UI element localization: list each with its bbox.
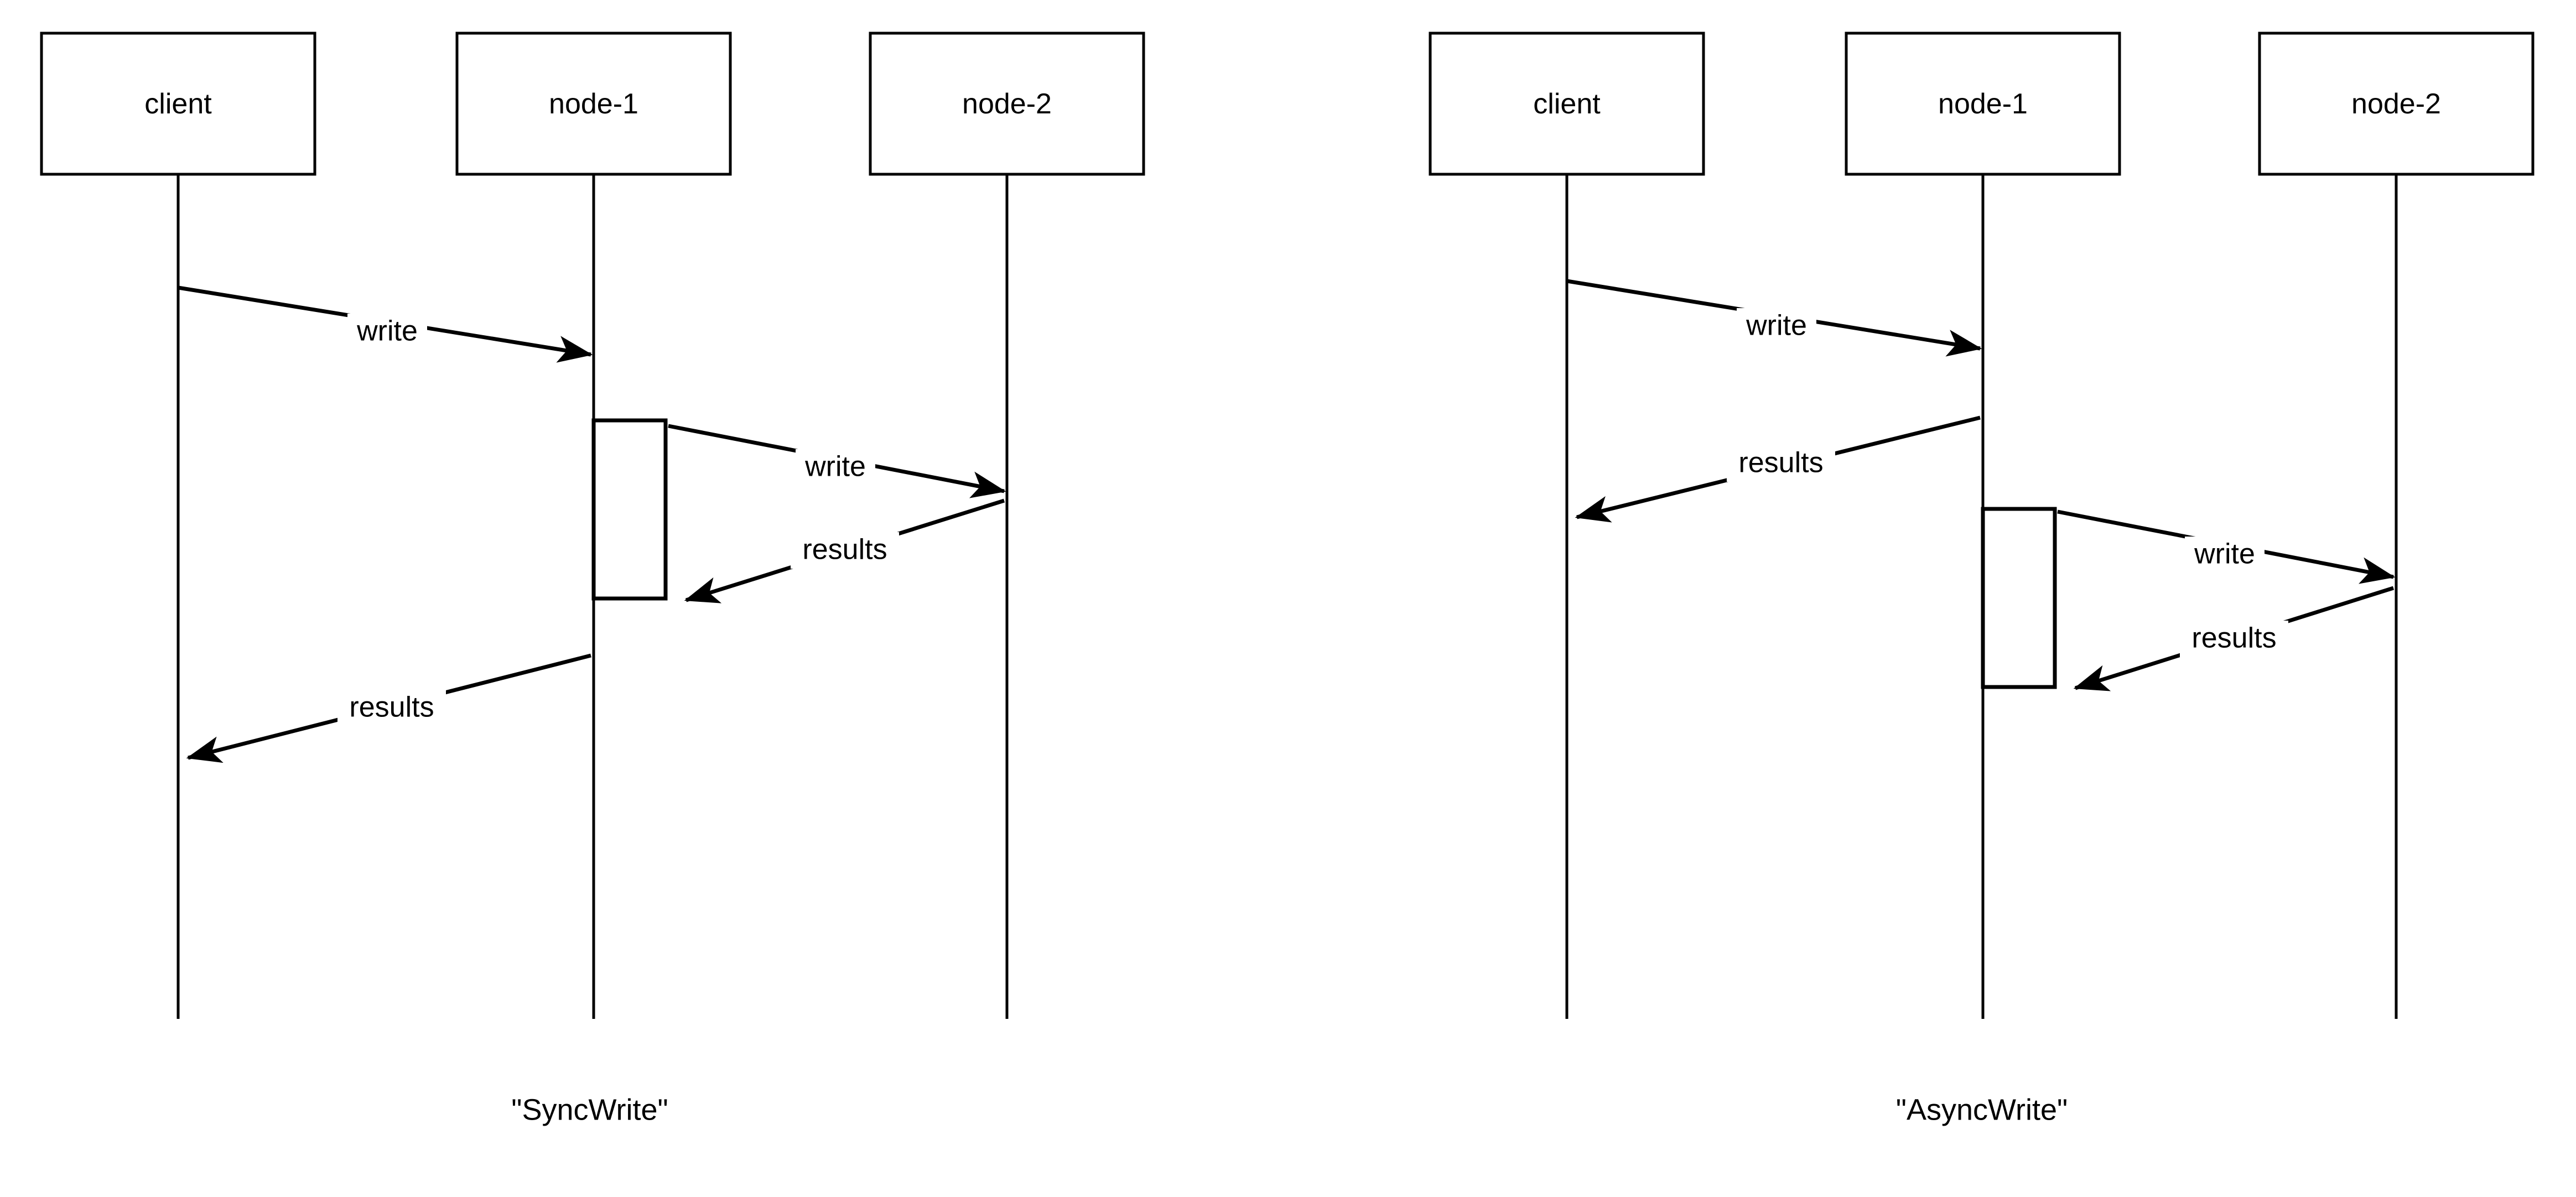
diagram-caption-sync-write: "SyncWrite" <box>511 1093 668 1126</box>
message-label-results: results <box>802 534 887 566</box>
message-label-backdrop <box>337 690 446 726</box>
message-label-backdrop <box>796 449 875 486</box>
message-label-write: write <box>1746 310 1807 342</box>
participant-label-client: client <box>1533 88 1601 120</box>
participant-box-client[interactable] <box>1429 32 1705 176</box>
message-write-node-1-to-node-2[interactable]: write <box>2057 509 2396 584</box>
message-label-backdrop <box>2180 621 2288 657</box>
participant-label-node-2: node-2 <box>962 88 1052 120</box>
message-results-node-1-to-client[interactable]: results <box>1575 415 1981 523</box>
participant-box-node-2[interactable] <box>869 32 1145 176</box>
message-label-results: results <box>2191 622 2276 654</box>
participant-box-node-2[interactable] <box>2258 32 2535 176</box>
activation-bar-node-1 <box>591 418 668 601</box>
participant-node-1[interactable]: node-1 <box>1845 32 2121 176</box>
message-results-node-2-to-node-1[interactable]: results <box>2073 586 2395 691</box>
participant-node-2[interactable]: node-2 <box>869 32 1145 176</box>
diagram-caption-async-write: "AsyncWrite" <box>1896 1093 2068 1126</box>
participant-box-node-1[interactable] <box>1845 32 2121 176</box>
message-label-backdrop <box>791 532 899 569</box>
message-write-node-1-to-node-2[interactable]: write <box>668 424 1006 498</box>
activation-bar-node-1 <box>1981 507 2057 689</box>
message-label-backdrop <box>1727 445 1835 482</box>
message-write-client-to-node-1[interactable]: write <box>178 285 593 363</box>
participant-label-client: client <box>144 88 212 120</box>
participant-client[interactable]: client <box>1429 32 1705 176</box>
message-results-node-2-to-node-1[interactable]: results <box>684 498 1005 603</box>
message-label-write: write <box>356 315 418 347</box>
participant-box-node-1[interactable] <box>455 32 732 176</box>
message-label-results: results <box>1738 447 1823 479</box>
sequence-diagram-sync-write: client node-1 node-2 write write results resul… <box>40 32 1145 1126</box>
participant-box-client[interactable] <box>40 32 316 176</box>
message-label-backdrop <box>347 314 427 350</box>
sequence-diagram-async-write: client node-1 node-2 write results write resul… <box>1429 32 2535 1126</box>
participant-label-node-1: node-1 <box>1938 88 2028 120</box>
message-label-write: write <box>2194 538 2255 570</box>
message-label-backdrop <box>2185 537 2265 573</box>
message-label-write: write <box>804 451 866 483</box>
message-label-results: results <box>349 691 434 724</box>
message-label-backdrop <box>1737 308 1816 345</box>
participant-label-node-2: node-2 <box>2351 88 2441 120</box>
message-results-node-1-to-client[interactable]: results <box>186 653 591 763</box>
participant-node-1[interactable]: node-1 <box>455 32 732 176</box>
participant-node-2[interactable]: node-2 <box>2258 32 2535 176</box>
participant-client[interactable]: client <box>40 32 316 176</box>
participant-label-node-1: node-1 <box>549 88 638 120</box>
message-write-client-to-node-1[interactable]: write <box>1566 279 1982 357</box>
